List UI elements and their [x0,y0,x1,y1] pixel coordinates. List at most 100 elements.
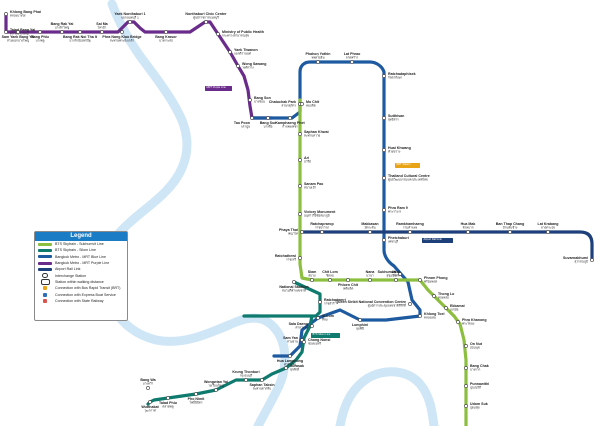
station-marker [244,378,248,382]
station-thai-name: สะพานควาย [304,134,321,138]
station-marker [292,280,296,284]
station-thai-name: ศูนย์การประชุมแห่งชาติสิริกิติ์ [368,304,407,309]
station-marker [298,132,302,136]
station-thai-name: สนามเป้า [304,186,316,190]
station-thai-name: สีลม [322,318,328,322]
station-marker [288,354,292,358]
station-thai-name: วุฒากาศ [144,409,156,414]
station-name: Phaya Thai [279,228,298,232]
station-thai-name: บางหว้า [143,382,154,386]
line-swatch-icon [38,248,52,252]
station-thai-name: บางซ่อน [254,100,265,104]
station-thai-name: บางรักใหญ่ [55,26,70,30]
station-marker [146,386,150,390]
station-thai-name: สนามกีฬาแห่งชาติ [282,288,306,293]
station-thai-name: บางรักน้อยท่าอิฐ [69,39,91,43]
station-marker [214,388,218,392]
station-name: Bang Rak Yai [51,22,74,26]
station-marker [508,230,512,234]
station-name: Krung Thonburi [232,370,259,374]
station-marker [284,366,288,370]
station-marker [382,176,386,180]
station-thai-name: เพลินจิต [343,287,354,291]
station-marker [288,116,292,120]
station-marker [320,230,324,234]
station-marker [444,306,448,310]
station-marker [302,340,306,344]
station-marker [464,384,468,388]
station-name: Sai Ma [96,22,108,26]
station-thai-name: ศาลาแดง [296,326,309,330]
station-marker [78,30,82,34]
station-name: Hua Mak [461,222,476,226]
station-name: Phetchaburi [388,236,409,240]
station-thai-name: สุทธิสาร [388,118,399,123]
station-name: Huai Khwang [388,146,411,150]
station-thai-name: อ่อนนุช [470,346,480,351]
station-thai-name: กำแพงเพชร [282,125,298,129]
station-name: Wutthakat [141,405,159,409]
station-marker [464,404,468,408]
station-marker [382,116,386,120]
legend-row: Connection with Bus Rapid Transit (BRT) [35,285,127,291]
line-swatch-icon [38,267,52,271]
line-swatch-icon [38,242,52,246]
station-name: Phra Nang Klao Bridge [102,35,141,39]
station-name: Yaek Tiwanon [234,48,258,52]
station-marker [328,278,332,282]
station-thai-name: เพชรบุรี [388,240,399,245]
station-name: Kamphaeng Phet [275,121,305,125]
station-name: Sanam Pao [304,182,324,186]
station-name: Lat Phrao [344,52,361,56]
station-marker [164,30,168,34]
station-thai-name: เตาปูน [241,125,250,129]
airport-rail-link-path [300,230,594,262]
station-name: Sutthisan [388,114,404,118]
station-thai-name: นานา [366,274,374,278]
station-thai-name: ลุมพินี [356,327,364,332]
mrt-blue-line-path [250,60,422,358]
station-marker [204,20,208,24]
station-name: Bang Sue [260,121,277,125]
station-name: Thong Lo [438,292,455,296]
station-name: Surasak [290,364,304,368]
station-name: Wong Sawang [242,62,267,66]
legend-label: Bangkok Metro - MRT Blue Line [55,254,107,259]
station-thai-name: ราชปรารภ [315,226,329,230]
station-marker [368,230,372,234]
station-name: Sam Yan [283,336,298,340]
station-name: On Nut [470,342,483,346]
station-name: Makkasan [361,222,378,226]
station-thai-name: ชิดลม [326,274,334,278]
station-marker [466,230,470,234]
station-name: Bang Phlu [31,35,49,39]
station-name: Ratchaprarop [310,222,334,226]
station-thai-name: สุรศักดิ์ [290,368,300,373]
station-name: Ban Thap Chang [496,222,525,226]
legend-label: Connection with Express Boat Service [55,292,116,297]
station-name: Talad Bang Yai [10,28,35,32]
station-thai-name: ไทรม้า [97,26,107,30]
station-name: Wongwian Yai [204,380,228,384]
station-marker [250,116,254,120]
station-thai-name: ปุณณวิถี [470,386,481,391]
station-name: Siam [308,270,317,274]
station-name: Ekkamai [450,304,465,308]
station-name: Ratchadaphisek [388,72,416,76]
